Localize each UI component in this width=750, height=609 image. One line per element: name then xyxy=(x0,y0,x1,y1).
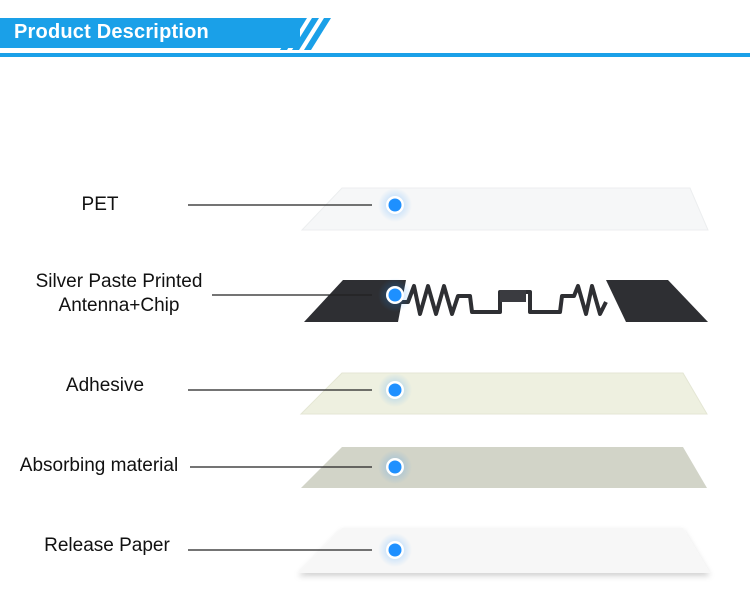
chip xyxy=(500,290,526,302)
marker-release-paper xyxy=(378,533,412,567)
section-header: Product Description xyxy=(0,0,750,60)
header-title: Product Description xyxy=(14,21,209,43)
marker-adhesive xyxy=(378,373,412,407)
marker-absorbing xyxy=(378,450,412,484)
label-antenna-chip: Silver Paste Printed Antenna+Chip xyxy=(35,271,203,316)
label-release-paper: Release Paper xyxy=(44,535,170,556)
header-stripes-decoration xyxy=(280,18,331,50)
header-underline xyxy=(0,53,750,57)
layer-adhesive-sheet xyxy=(299,372,708,415)
header-bar xyxy=(0,18,300,48)
layer-antenna-chip xyxy=(304,280,708,322)
label-pet: PET xyxy=(81,194,119,215)
layer-pet-sheet xyxy=(300,187,709,231)
label-adhesive: Adhesive xyxy=(65,375,145,396)
antenna-pad-right xyxy=(606,280,708,322)
label-absorbing-material: Absorbing material xyxy=(19,455,179,476)
marker-pet xyxy=(378,188,412,222)
marker-antenna xyxy=(378,278,412,312)
